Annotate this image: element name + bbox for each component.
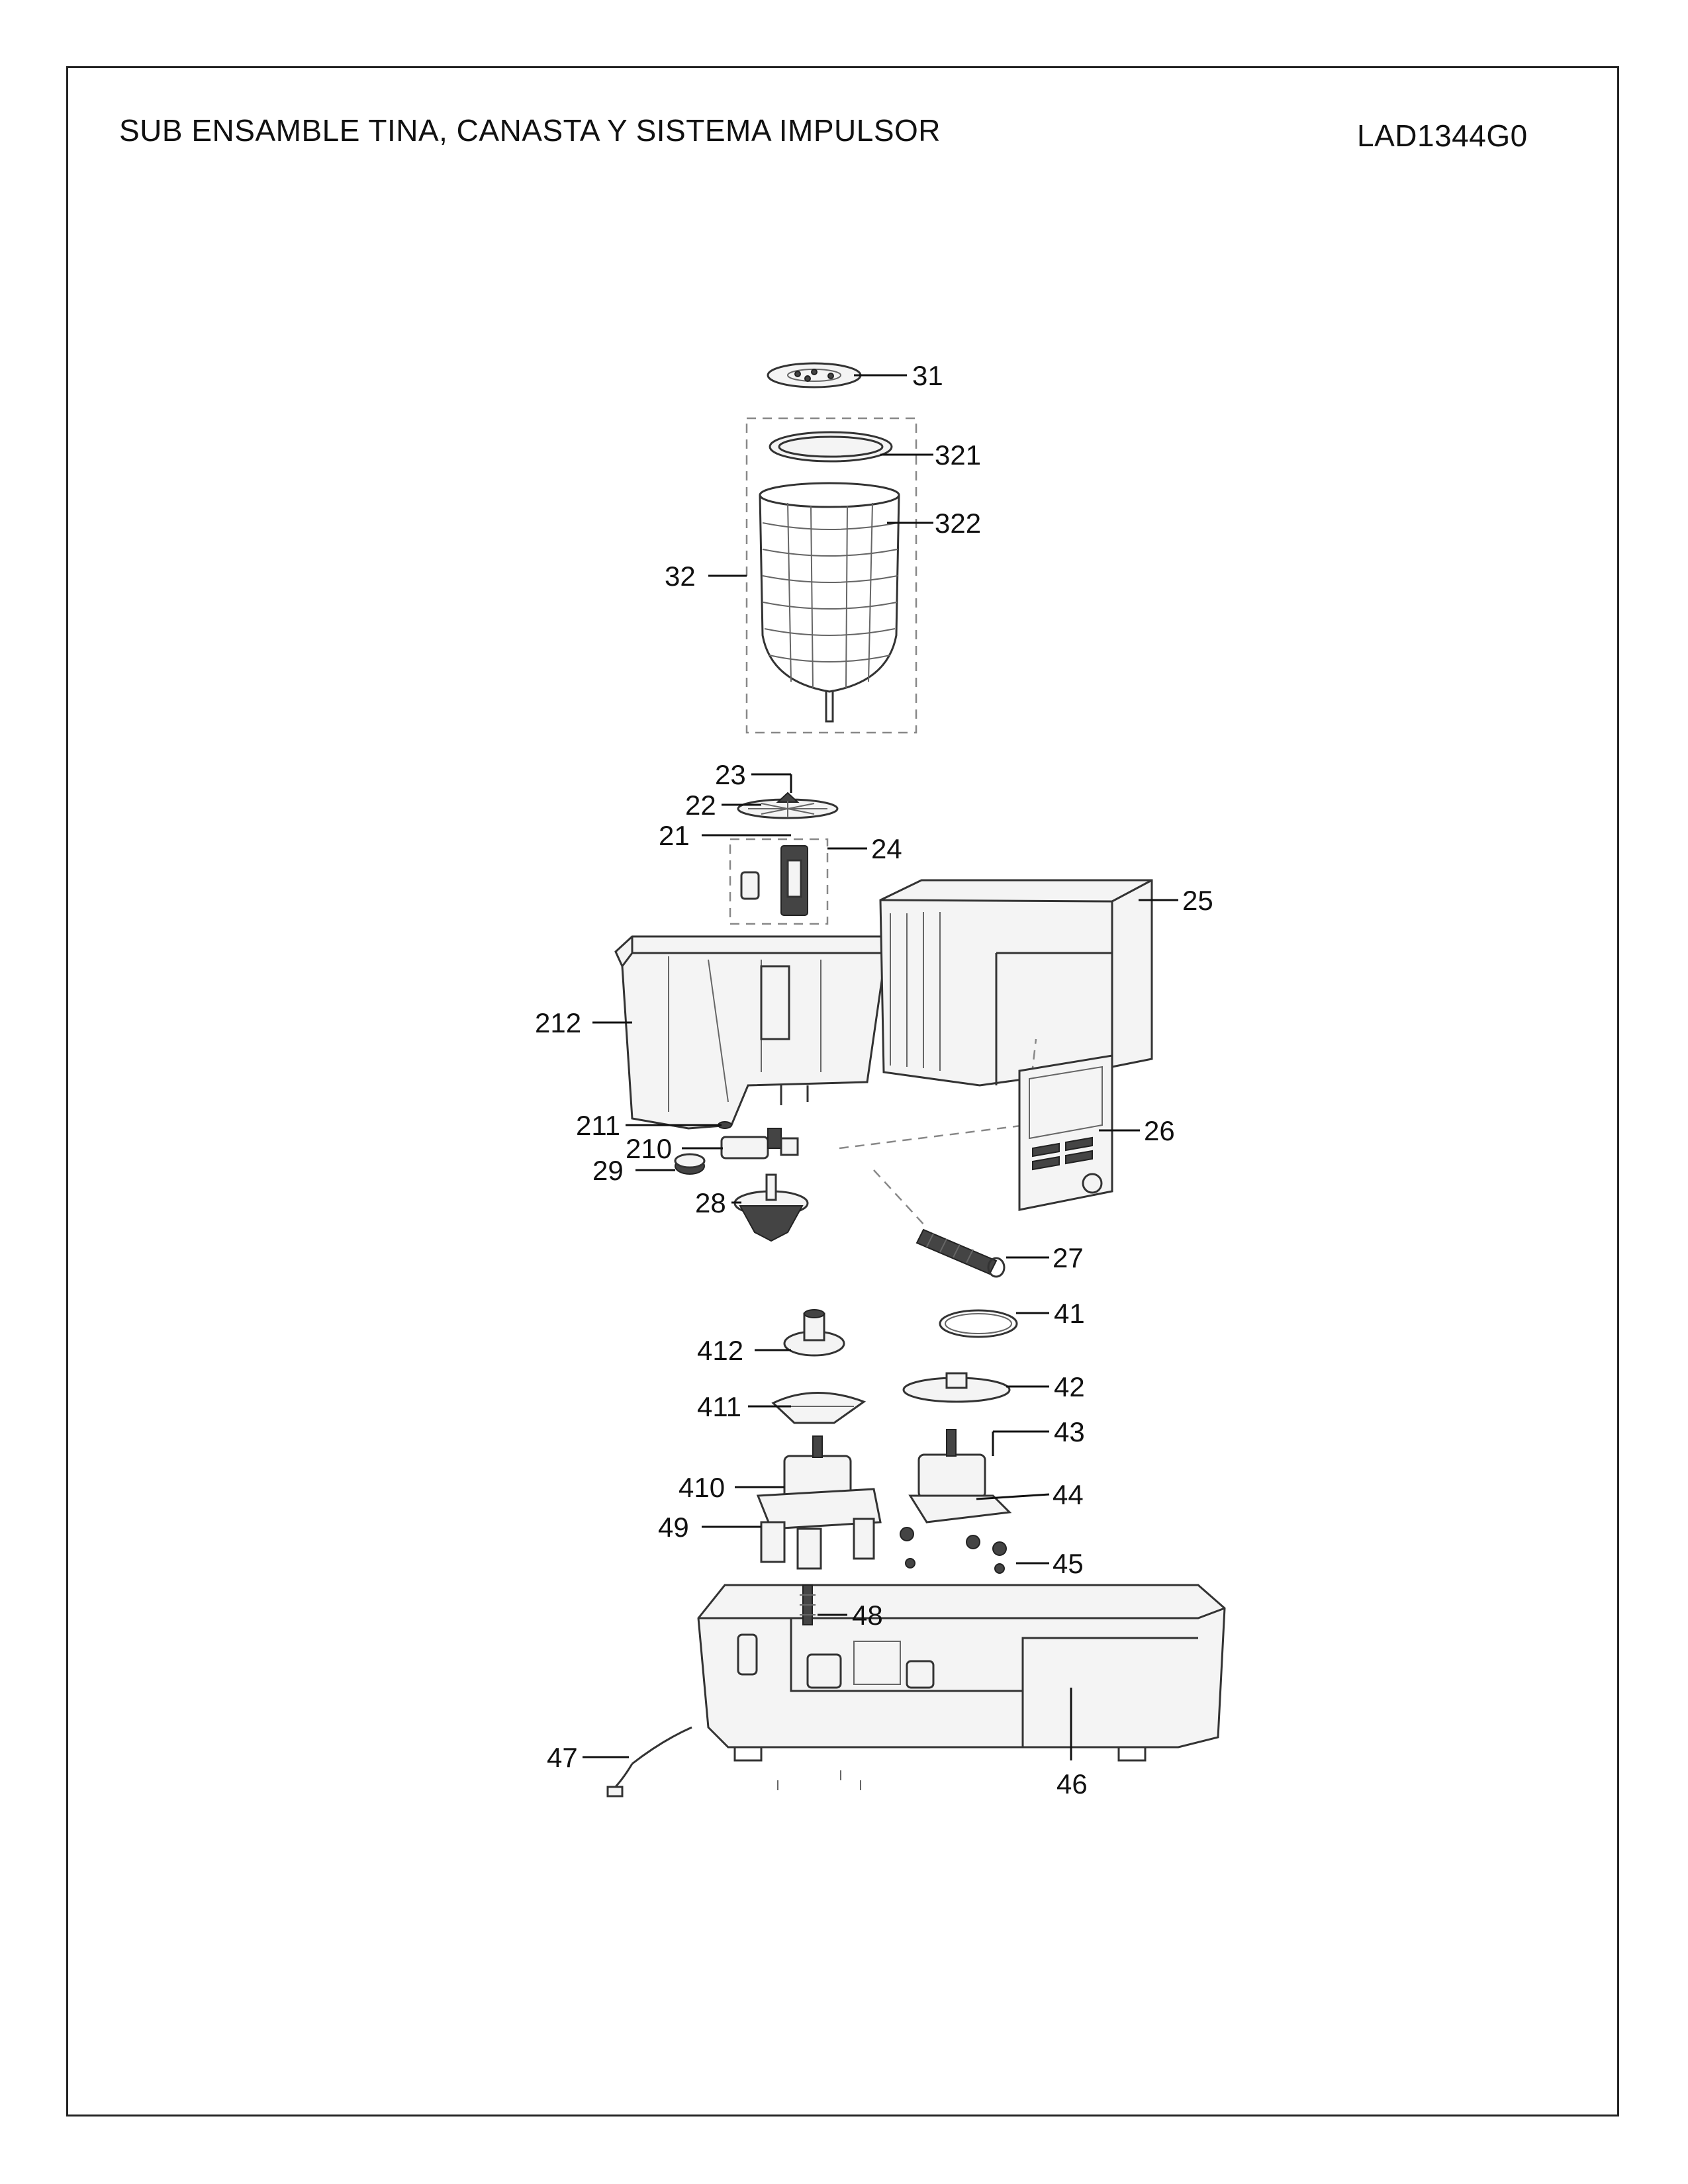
drain-hose-drawing: [915, 1228, 1006, 1278]
part-label-412: 412: [697, 1335, 743, 1366]
part-label-24: 24: [871, 833, 902, 864]
part-label-23: 23: [715, 759, 746, 790]
page-title: SUB ENSAMBLE TINA, CANASTA Y SISTEMA IMP…: [119, 113, 941, 148]
drain-connector-drawing: [720, 1128, 799, 1160]
part-label-26: 26: [1144, 1115, 1175, 1146]
part-label-42: 42: [1054, 1371, 1085, 1402]
part-label-210: 210: [626, 1133, 672, 1164]
part-label-49: 49: [658, 1512, 689, 1543]
part-label-31: 31: [912, 360, 943, 391]
motor-43-drawing: [908, 1429, 1012, 1524]
part-label-48: 48: [852, 1600, 883, 1631]
balance-ring-drawing: [769, 431, 893, 463]
page-frame: [66, 66, 1619, 2116]
pump-motor-drawing: [733, 1173, 809, 1242]
part-label-410: 410: [679, 1472, 725, 1503]
cabinet-drawing: [879, 879, 1153, 1087]
part-label-28: 28: [695, 1187, 726, 1218]
part-label-322: 322: [935, 508, 981, 539]
hose-guide-line: [873, 1169, 927, 1228]
harness-47-drawing: [606, 1726, 692, 1797]
feet-45-drawing: [900, 1527, 1007, 1574]
part-label-47: 47: [547, 1742, 578, 1773]
part-label-22: 22: [685, 790, 716, 821]
leader-lines: [583, 374, 1178, 1760]
part-label-43: 43: [1054, 1416, 1085, 1447]
drain-valve-drawing: [729, 838, 829, 925]
drain-plug-drawing: [674, 1153, 706, 1175]
part-label-44: 44: [1053, 1479, 1084, 1510]
pulsator-drawing: [737, 792, 839, 819]
coupling-412-drawing: [783, 1309, 845, 1357]
part-label-32: 32: [665, 561, 696, 592]
part-label-211: 211: [576, 1110, 620, 1141]
part-label-27: 27: [1053, 1242, 1084, 1273]
part-label-41: 41: [1054, 1298, 1085, 1329]
tub-drawing: [614, 935, 892, 1130]
basket-drawing: [759, 482, 900, 723]
part-labels: 31 321 322 32 23 22 21 24 25 212 211 210…: [535, 360, 1213, 1799]
base-drawing: [697, 1584, 1226, 1762]
model-number: LAD1344G0: [1357, 118, 1528, 153]
part-label-29: 29: [592, 1155, 624, 1186]
rear-panel-drawing: [1018, 1054, 1113, 1211]
part-label-21: 21: [659, 820, 690, 851]
pulley-42-drawing: [902, 1372, 1011, 1403]
part-label-321: 321: [935, 439, 981, 471]
spring-48-drawing: [800, 1584, 816, 1625]
screws-drawing: [777, 1770, 861, 1790]
part-label-45: 45: [1053, 1548, 1084, 1579]
part-label-411: 411: [697, 1391, 741, 1422]
gasket-41-drawing: [939, 1309, 1018, 1338]
motor-410-drawing: [756, 1435, 882, 1570]
part-label-25: 25: [1182, 885, 1213, 916]
part-label-212: 212: [535, 1007, 581, 1038]
mount-411-drawing: [771, 1392, 867, 1424]
part-label-46: 46: [1056, 1768, 1088, 1799]
basket-cover-drawing: [767, 362, 862, 388]
basket-assembly-outline: [745, 417, 917, 734]
